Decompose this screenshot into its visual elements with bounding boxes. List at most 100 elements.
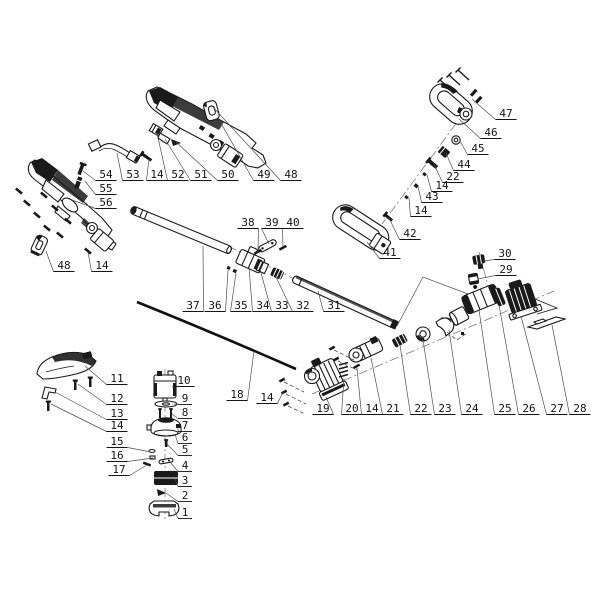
leader-line (174, 433, 179, 444)
leader-line (174, 478, 179, 487)
part-blade-plate-4 (158, 457, 174, 465)
part-number-label: 16 (110, 449, 123, 462)
part-number-label: 17 (112, 463, 125, 476)
callout-27: 27 (520, 315, 568, 415)
callout-38: 38 (237, 216, 259, 250)
leader-line (82, 170, 96, 181)
callout-49: 49 (217, 117, 275, 181)
callout-50: 50 (175, 141, 239, 181)
callout-17: 17 (108, 463, 148, 476)
part-number-label: 48 (57, 259, 70, 272)
part-number-label: 37 (186, 299, 199, 312)
callout-2: 2 (165, 489, 192, 502)
leader-line (45, 250, 54, 272)
part-bracket-13 (41, 386, 57, 400)
callout-30: 30 (483, 247, 516, 262)
part-screw-43 (413, 183, 419, 189)
leader-line (248, 266, 253, 312)
part-screw-14-c (422, 171, 427, 177)
part-number-label: 14 (435, 179, 449, 192)
part-screws-8 (158, 408, 173, 418)
leader-line (225, 269, 229, 312)
callout-11: 11 (84, 365, 128, 385)
part-screw-14-handle (139, 150, 153, 162)
callout-42: 42 (388, 217, 421, 240)
part-number-label: 14 (260, 391, 274, 404)
callout-22: 22 (399, 344, 432, 415)
leader-line (257, 228, 259, 250)
part-spool-cap-1 (148, 500, 180, 517)
part-number-label: 49 (257, 168, 270, 181)
callout-14: 14 (87, 251, 113, 272)
handle-bolts-47 (469, 88, 483, 104)
part-number-label: 55 (99, 182, 112, 195)
part-number-label: 21 (386, 402, 399, 415)
part-number-label: 34 (256, 299, 270, 312)
callout-16: 16 (106, 449, 154, 462)
part-number-label: 14 (414, 204, 428, 217)
part-cable-clip-top (202, 100, 220, 122)
part-grommet-23 (415, 326, 431, 342)
leader-line (84, 365, 107, 385)
part-screw-22-top (425, 156, 439, 170)
part-number-label: 48 (284, 168, 297, 181)
part-washer-45 (451, 135, 461, 145)
part-shaft-tube-upper (130, 206, 232, 255)
part-number-label: 12 (110, 392, 123, 405)
part-number-label: 33 (275, 299, 288, 312)
leader-line (247, 350, 255, 401)
part-number-label: 19 (316, 402, 329, 415)
leader-line (211, 105, 281, 181)
callout-15: 15 (106, 435, 152, 453)
callout-4: 4 (169, 459, 192, 472)
leader-line (317, 290, 324, 312)
leader-line (173, 403, 179, 405)
callout-52: 52 (156, 132, 189, 181)
part-number-label: 14 (365, 402, 379, 415)
callout-56: 56 (71, 196, 117, 209)
callout-37: 37 (182, 245, 204, 312)
part-number-label: 2 (182, 489, 189, 502)
callout-44: 44 (445, 152, 475, 171)
callout-23: 23 (422, 339, 456, 415)
part-screw-5 (164, 439, 169, 447)
leader-line (77, 383, 107, 405)
callout-9: 9 (173, 392, 192, 405)
leader-line (116, 152, 123, 181)
callout-26: 26 (498, 304, 540, 415)
callout-54: 54 (82, 168, 117, 181)
part-cable-clip-bottom (30, 234, 48, 257)
leader-line (146, 158, 150, 181)
part-number-label: 4 (182, 459, 189, 472)
callout-14: 14 (426, 174, 453, 192)
part-number-label: 22 (446, 170, 459, 183)
relation-chevron-blade (534, 298, 559, 315)
callout-12: 12 (77, 383, 128, 405)
leader-line (408, 197, 411, 217)
part-number-label: 7 (182, 419, 189, 432)
leader-line (388, 217, 400, 240)
callout-29: 29 (477, 263, 517, 280)
part-number-label: 38 (241, 216, 254, 229)
part-number-label: 13 (110, 407, 123, 420)
part-number-label: 29 (499, 263, 512, 276)
part-pin-54 (77, 161, 87, 176)
callout-19: 19 (312, 396, 334, 415)
handle-screws-top (437, 67, 470, 91)
part-number-label: 9 (182, 392, 189, 405)
part-number-label: 41 (383, 246, 396, 259)
leader-line (127, 457, 154, 462)
part-number-label: 53 (126, 168, 139, 181)
part-number-label: 25 (498, 402, 511, 415)
part-screw-40 (278, 244, 288, 251)
leader-line (426, 174, 432, 192)
callout-34: 34 (248, 266, 274, 312)
part-mount-plate-26 (492, 287, 506, 307)
part-number-label: 3 (182, 474, 189, 487)
part-number-label: 31 (327, 299, 340, 312)
leader-line (370, 357, 383, 415)
callout-40: 40 (282, 216, 304, 248)
callout-14: 14 (408, 197, 432, 217)
